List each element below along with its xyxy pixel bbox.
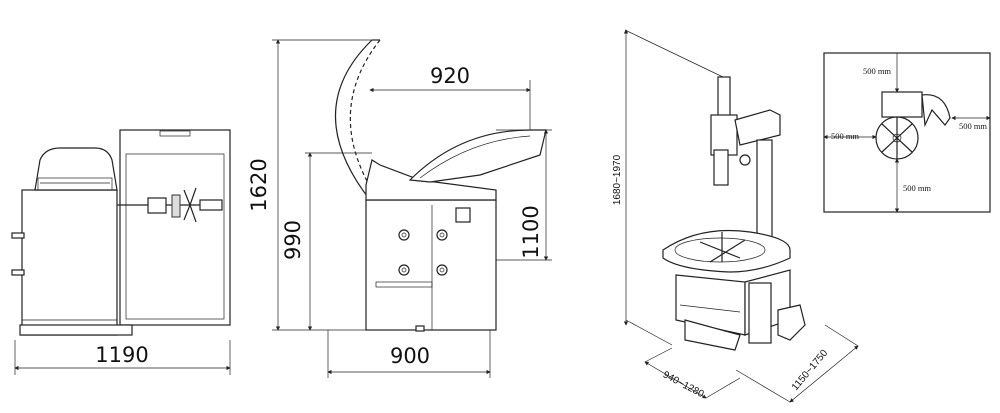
side-height-label: 1620 xyxy=(247,158,271,211)
balancer-width-label: 1190 xyxy=(95,343,148,367)
iso-height-label: 1680~1970 xyxy=(612,154,623,205)
clearance-inset: 500 mm 500 mm 500 mm 500 mm xyxy=(823,52,991,213)
control-knobs xyxy=(398,207,471,276)
side-arm-reach-label: 920 xyxy=(430,64,470,88)
clearance-bottom-label: 500 mm xyxy=(903,183,931,193)
iso-depth-label: 1150~1750 xyxy=(790,348,831,393)
side-depth-label: 900 xyxy=(390,344,430,368)
tire-changer-side-drawing: 1620 990 920 1100 900 xyxy=(247,39,552,378)
side-top-height-label: 1100 xyxy=(519,205,543,258)
tire-changer-isometric-drawing: 1680~1970 940~1280 1150~1750 xyxy=(612,29,859,403)
clearance-left-label: 500 mm xyxy=(831,131,859,141)
iso-width-label: 940~1280 xyxy=(661,369,706,400)
clearance-top-label: 500 mm xyxy=(863,66,891,76)
side-table-height-label: 990 xyxy=(281,220,305,260)
clearance-right-label: 500 mm xyxy=(959,121,987,131)
wheel-balancer-drawing: 1190 xyxy=(11,129,231,375)
